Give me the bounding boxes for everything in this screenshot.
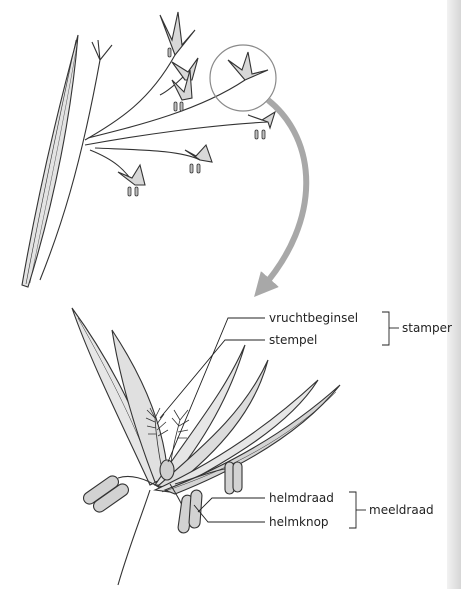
label-stempel: stempel [269,333,317,347]
label-vruchtbeginsel: vruchtbeginsel [269,311,358,325]
enlarged-flower [72,308,340,585]
panicle-overview [22,12,275,287]
brackets [349,312,399,528]
zoom-arrow [262,100,306,288]
label-helmdraad: helmdraad [269,491,334,505]
label-stamper: stamper [402,321,452,335]
label-helmknop: helmknop [269,515,329,529]
label-meeldraad: meeldraad [369,503,434,517]
